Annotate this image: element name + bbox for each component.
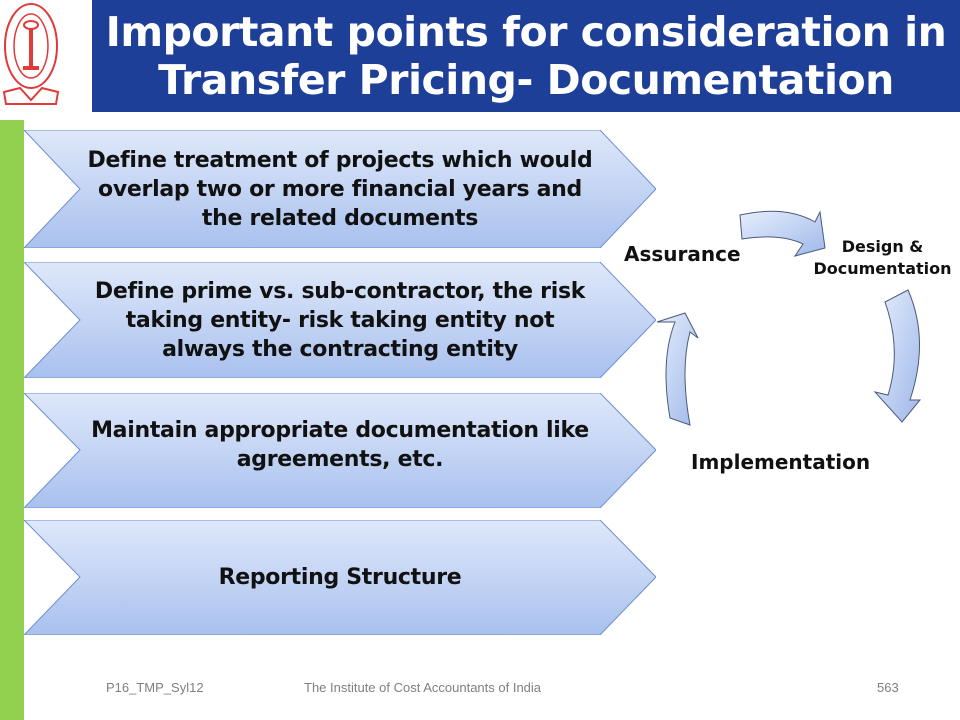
title-line-2: Transfer Pricing- Documentation: [158, 56, 894, 104]
point-text: Define treatment of projects which would…: [87, 147, 593, 231]
point-chevron-4: Reporting Structure: [24, 520, 656, 635]
arrow-up-icon: [656, 312, 699, 426]
cycle-arrows: [656, 210, 922, 426]
cycle-design-line1: Design &: [841, 237, 924, 256]
point-chevron-2: Define prime vs. sub-contractor, the ris…: [24, 262, 656, 378]
institute-logo: [0, 0, 62, 112]
arrow-down-icon: [873, 289, 922, 423]
title-line-1: Important points for consideration in: [105, 8, 947, 56]
cycle-design: Design & Documentation: [805, 236, 960, 280]
cycle-design-line2: Documentation: [813, 259, 952, 278]
point-chevron-1: Define treatment of projects which would…: [24, 130, 656, 248]
sidebar-accent: [0, 120, 24, 720]
arrow-right-icon: [739, 210, 826, 257]
point-chevron-3: Maintain appropriate documentation like …: [24, 393, 656, 508]
cycle-implementation: Implementation: [691, 450, 871, 474]
footer-institute: The Institute of Cost Accountants of Ind…: [304, 680, 542, 695]
point-text: Define prime vs. sub-contractor, the ris…: [94, 278, 586, 362]
point-text: Reporting Structure: [218, 565, 462, 590]
point-text: Maintain appropriate documentation like …: [91, 417, 589, 472]
footer-code: P16_TMP_Syl12: [106, 680, 204, 695]
page-number: 563: [877, 680, 899, 695]
cycle-assurance: Assurance: [624, 242, 741, 266]
